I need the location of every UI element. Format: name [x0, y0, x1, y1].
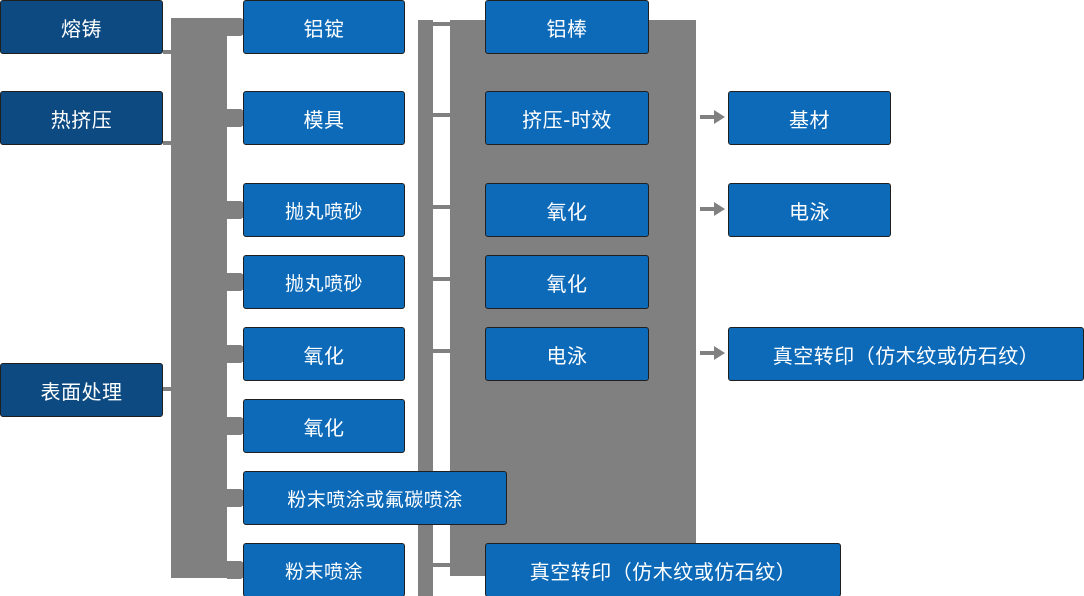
node-label: 铝棒: [546, 16, 588, 41]
node-top-highlight: [248, 324, 400, 329]
node-label: 表面处理: [40, 379, 123, 404]
process-column-2-node-2[interactable]: 氧化: [485, 180, 652, 241]
node-top-highlight: [248, 540, 400, 545]
node-label: 抛丸喷砂: [284, 272, 363, 295]
mid-stub-1: [433, 113, 450, 117]
stage-column-node-1[interactable]: 热挤压: [0, 88, 166, 149]
node-drop-shadow: [249, 53, 408, 58]
stage-column-node-2[interactable]: 表面处理: [0, 360, 166, 421]
process-column-1-node-2[interactable]: 抛丸喷砂: [243, 180, 408, 241]
left-branch-stem-0: [227, 18, 241, 36]
process-column-1-node-5[interactable]: 氧化: [243, 396, 408, 457]
node-top-highlight: [248, 88, 400, 93]
process-column-1-node-6[interactable]: 粉末喷涂或氟碳喷涂: [243, 468, 510, 529]
node-label: 氧化: [303, 415, 345, 440]
mid-stub-4: [433, 349, 450, 353]
mid-stub-2: [433, 205, 450, 209]
process-column-1-node-1[interactable]: 模具: [243, 88, 408, 149]
node-label: 挤压-时效: [522, 107, 612, 132]
process-column-1-node-3[interactable]: 抛丸喷砂: [243, 252, 408, 313]
process-column-2-node-1[interactable]: 挤压-时效: [485, 88, 652, 149]
output-arrow-2: [714, 346, 725, 360]
process-column-1-node-4[interactable]: 氧化: [243, 324, 408, 385]
node-label: 抛丸喷砂: [284, 200, 363, 223]
node-top-highlight: [5, 88, 158, 93]
output-arrow-tail-1: [700, 207, 714, 211]
mid-stub-5: [433, 563, 450, 567]
node-label: 氧化: [546, 199, 588, 224]
left-branch-stem-5: [227, 417, 241, 435]
node-drop-shadow: [734, 380, 1084, 385]
output-arrow-tail-0: [700, 115, 714, 119]
node-top-highlight: [5, 0, 158, 2]
node-drop-shadow: [6, 144, 166, 149]
node-label: 粉末喷涂: [284, 560, 363, 583]
node-top-highlight: [248, 252, 400, 257]
node-label: 粉末喷涂或氟碳喷涂: [287, 488, 463, 511]
node-label: 基材: [789, 107, 830, 132]
stage-column-node-0[interactable]: 熔铸: [0, 0, 166, 58]
left-trunk-connector: [171, 18, 227, 578]
process-column-2-node-5[interactable]: 真空转印（仿木纹或仿石纹）: [485, 540, 841, 596]
node-label: 热挤压: [50, 107, 113, 132]
left-branch-stem-3: [227, 273, 241, 291]
output-column-node-2[interactable]: 真空转印（仿木纹或仿石纹）: [728, 324, 1084, 385]
node-top-highlight: [490, 0, 644, 2]
node-drop-shadow: [6, 53, 166, 58]
node-label: 铝锭: [303, 16, 345, 41]
node-label: 氧化: [546, 271, 588, 296]
node-top-highlight: [733, 180, 886, 185]
stage-stub-0: [163, 50, 172, 54]
node-label: 真空转印（仿木纹或仿石纹）: [529, 559, 797, 584]
output-arrow-1: [714, 202, 725, 216]
node-label: 电泳: [789, 199, 830, 224]
node-top-highlight: [733, 324, 1079, 329]
node-label: 熔铸: [61, 16, 102, 41]
node-top-highlight: [248, 0, 400, 2]
node-drop-shadow: [249, 452, 408, 457]
node-label: 电泳: [546, 343, 588, 368]
node-top-highlight: [248, 180, 400, 185]
node-label: 氧化: [303, 343, 345, 368]
left-branch-stem-2: [227, 201, 241, 219]
process-column-1-node-0[interactable]: 铝锭: [243, 0, 408, 58]
node-drop-shadow: [734, 144, 894, 149]
process-column-1-node-7[interactable]: 粉末喷涂: [243, 540, 405, 596]
mid-stub-3: [433, 277, 450, 281]
node-top-highlight: [248, 396, 400, 401]
left-branch-stem-6: [227, 489, 241, 507]
node-drop-shadow: [249, 144, 408, 149]
left-branch-stem-1: [227, 109, 241, 127]
node-top-highlight: [733, 88, 886, 93]
node-drop-shadow: [6, 416, 166, 421]
node-drop-shadow: [249, 236, 408, 241]
node-drop-shadow: [734, 236, 894, 241]
output-arrow-0: [714, 110, 725, 124]
mid-thin-bar: [418, 20, 433, 596]
output-column-node-0[interactable]: 基材: [728, 88, 894, 149]
node-label: 模具: [303, 107, 345, 132]
process-column-2-node-4[interactable]: 电泳: [485, 324, 652, 385]
process-column-2-node-0[interactable]: 铝棒: [485, 0, 652, 58]
stage-stub-1: [163, 141, 172, 145]
node-drop-shadow: [249, 308, 408, 313]
left-branch-stem-4: [227, 345, 241, 363]
stage-stub-2: [163, 387, 175, 391]
mid-stub-0: [433, 22, 450, 26]
node-label: 真空转印（仿木纹或仿石纹）: [772, 343, 1040, 368]
output-arrow-tail-2: [700, 351, 714, 355]
process-column-2-node-3[interactable]: 氧化: [485, 252, 652, 313]
output-column-node-1[interactable]: 电泳: [728, 180, 894, 241]
left-branch-stem-7: [227, 561, 241, 579]
node-drop-shadow: [249, 380, 408, 385]
node-top-highlight: [5, 360, 158, 365]
